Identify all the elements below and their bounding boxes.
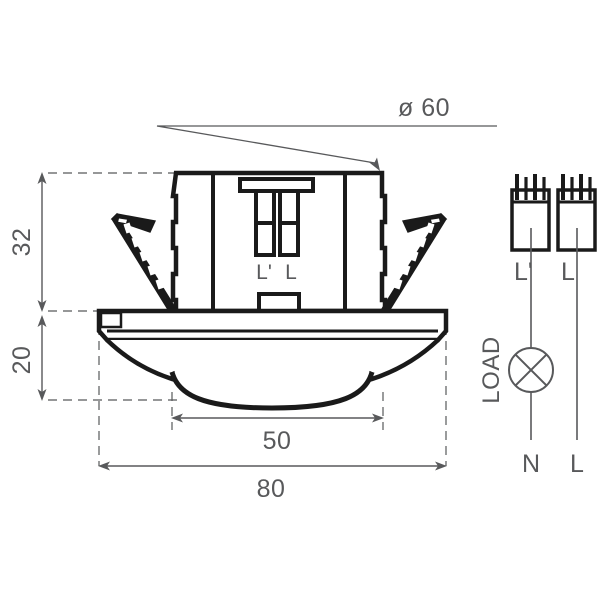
terminal-slot-left-lower [254, 221, 276, 257]
dimension-label-50: 50 [263, 427, 292, 455]
terminal-block-bar [238, 177, 315, 193]
device-terminal-label-right: L [285, 261, 297, 284]
supply-label-neutral: N [522, 450, 540, 478]
arrow-80-left [98, 461, 110, 471]
spring-clip-left [110, 212, 178, 313]
body-bottom-notch [257, 292, 301, 311]
diameter-callout-leader: ø 60 [156, 94, 497, 171]
dimension-label-80: 80 [257, 475, 286, 503]
arrow-80-right [435, 461, 447, 471]
dimension-width-80: 80 [98, 461, 447, 503]
arrow-32-top [37, 172, 47, 184]
terminal-slots [254, 189, 300, 257]
spring-clip-right [380, 212, 448, 313]
dimension-label-32: 32 [8, 228, 36, 257]
load-lamp-symbol [508, 347, 554, 393]
bezel-flange-plate [96, 308, 449, 343]
dimension-label-20: 20 [8, 346, 36, 375]
terminal-slot-right-upper [278, 189, 300, 225]
device-section-view: L' L [96, 170, 449, 411]
terminal-slot-right-lower [278, 221, 300, 257]
arrow-20-bottom [37, 389, 47, 401]
supply-label-line: L [570, 450, 584, 478]
construction-lines [48, 172, 447, 466]
lens-bottom-lip [169, 371, 375, 411]
arrow-20-top [37, 315, 47, 327]
dimension-label-diameter: ø 60 [398, 94, 450, 122]
wiring-terminal-label-right: L [561, 258, 575, 286]
load-label: LOAD [478, 336, 505, 403]
wiring-terminal-label-left: L' [514, 258, 533, 286]
arrow-50-right [372, 413, 384, 423]
terminal-slot-left-upper [254, 189, 276, 225]
dimension-height-32: 32 [8, 172, 47, 312]
flange-detail-left [99, 311, 123, 329]
device-terminal-label-left: L' [256, 261, 272, 284]
arrow-50-left [171, 413, 183, 423]
arrow-32-bottom [37, 300, 47, 312]
arrow-diameter [368, 157, 380, 171]
wiring-diagram: L' L LOAD N L [478, 174, 597, 478]
dimension-width-50: 50 [171, 413, 384, 455]
dimension-height-20: 20 [8, 315, 47, 401]
